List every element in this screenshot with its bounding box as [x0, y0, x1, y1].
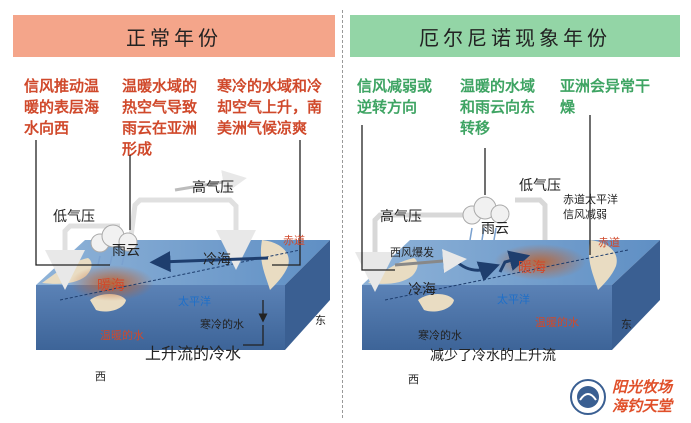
logo-text: 阳光牧场 海钓天堂 [612, 378, 673, 415]
header-el-nino-year: 厄尔尼诺现象年份 [350, 15, 680, 57]
left-rain-cloud-icon [90, 224, 138, 266]
left-pacific-label: 太平洋 [178, 295, 211, 308]
right-east-label: 东 [621, 318, 632, 331]
right-note-trade-winds: 信风减弱或 逆转方向 [357, 77, 433, 116]
right-westerly-burst-label: 西风爆发 [390, 246, 434, 259]
right-warm-sea-label: 暖海 [518, 260, 546, 276]
left-warm-sea-label: 暖海 [97, 278, 125, 294]
left-low-pressure-label: 低气压 [53, 209, 95, 225]
panel-divider [342, 10, 343, 418]
left-note-cold-water: 寒冷的水域和冷 却空气上升，南 美洲气候凉爽 [217, 77, 323, 137]
right-equator-label: 赤道 [598, 236, 620, 249]
right-cold-water-label: 寒冷的水 [418, 329, 462, 342]
right-note-warm-shift: 温暖的水域 和雨云向东 转移 [460, 77, 536, 137]
left-high-pressure-label: 高气压 [192, 180, 234, 196]
right-cold-sea-label: 冷海 [408, 282, 436, 298]
logo-emblem [570, 379, 606, 415]
right-pacific-label: 太平洋 [497, 293, 530, 306]
left-west-label: 西 [95, 370, 106, 383]
left-upwelling-label: 上升流的冷水 [145, 344, 242, 363]
left-cold-water-label: 寒冷的水 [200, 318, 244, 331]
right-low-pressure-label: 低气压 [519, 178, 561, 194]
left-note-trade-winds: 信风推动温 暖的表层海 水向西 [24, 77, 100, 137]
left-circulation [45, 170, 269, 290]
right-reduced-upwelling-label: 减少了冷水的上升流 [430, 348, 556, 364]
right-rain-cloud-label: 雨云 [481, 221, 509, 237]
right-warm-water-label: 温暖的水 [535, 316, 579, 329]
right-trade-wind-weaken-label: 赤道太平洋 信风减弱 [563, 193, 618, 221]
right-note-asia-dry: 亚洲会异常干 燥 [560, 77, 651, 116]
left-cold-sea-label: 冷海 [203, 252, 231, 268]
left-warm-water-label: 温暖的水 [100, 329, 144, 342]
left-east-label: 东 [315, 314, 326, 327]
right-callout-lines [361, 115, 591, 271]
right-high-pressure-label: 高气压 [380, 209, 422, 225]
header-normal-year: 正常年份 [13, 15, 335, 57]
left-equator-label: 赤道 [283, 234, 305, 247]
left-callout-lines [35, 140, 301, 346]
right-west-label: 西 [408, 373, 419, 386]
left-note-rain-clouds: 温暖水域的 热空气导致 雨云在亚洲 形成 [122, 77, 198, 158]
right-rain-cloud-icon [462, 196, 510, 241]
left-rain-cloud-label: 雨云 [112, 243, 140, 259]
